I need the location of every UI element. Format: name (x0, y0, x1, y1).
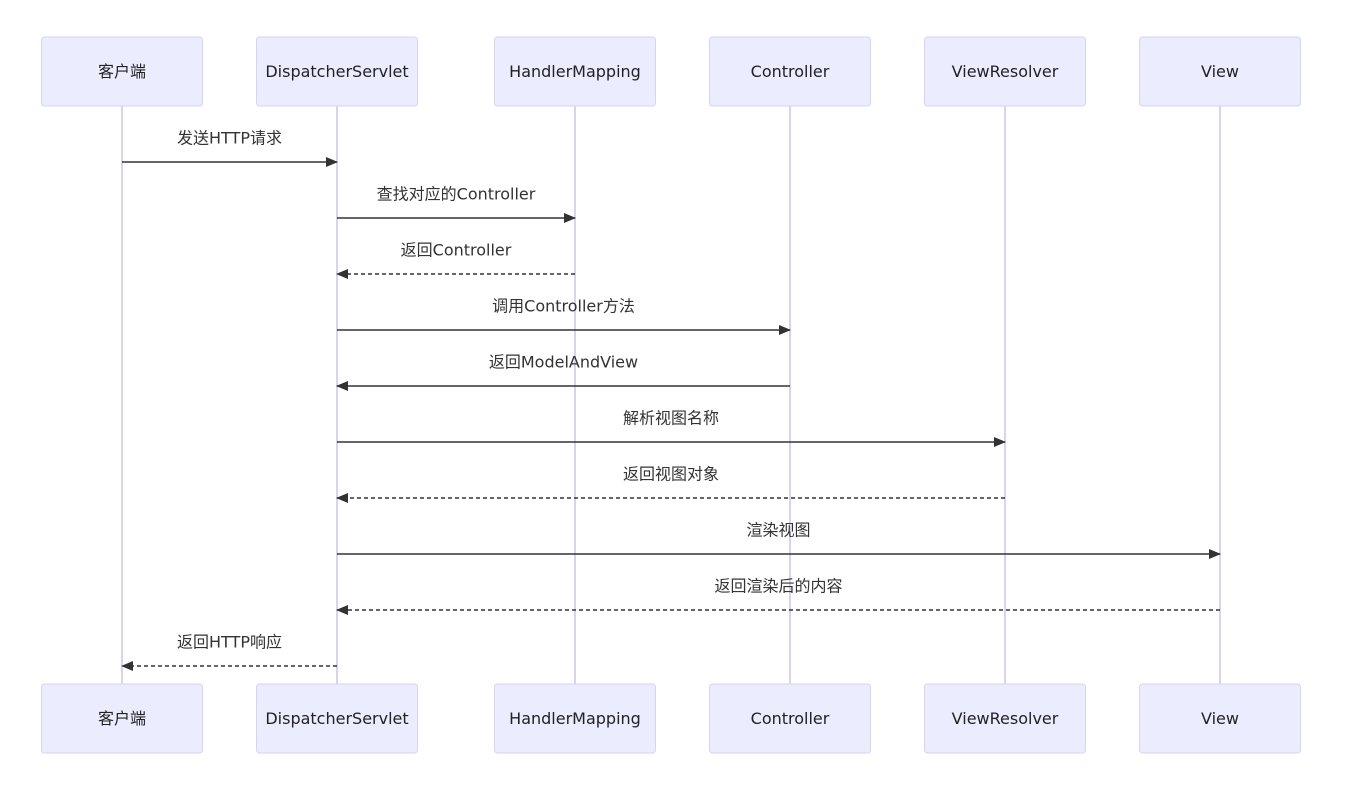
actor-label: Controller (751, 709, 830, 728)
actor-handler-mapping-bottom: HandlerMapping (494, 683, 656, 754)
actor-box (41, 683, 203, 754)
actor-box (41, 36, 203, 107)
message-8: 渲染视图 (337, 521, 1221, 559)
message-9: 返回渲染后的内容 (336, 577, 1220, 615)
actor-dispatcher-bottom: DispatcherServlet (256, 683, 418, 754)
actor-box (924, 683, 1086, 754)
actor-label: HandlerMapping (509, 709, 641, 728)
actor-view-resolver-top: ViewResolver (924, 36, 1086, 107)
actor-box (924, 36, 1086, 107)
actor-label: DispatcherServlet (265, 709, 408, 728)
message-label: 解析视图名称 (623, 409, 719, 428)
message-label: 调用Controller方法 (492, 297, 635, 316)
actor-label: ViewResolver (952, 709, 1059, 728)
message-6: 解析视图名称 (337, 409, 1006, 447)
actor-dispatcher-top: DispatcherServlet (256, 36, 418, 107)
actor-view-resolver-bottom: ViewResolver (924, 683, 1086, 754)
actor-label: 客户端 (98, 709, 146, 728)
actor-label: ViewResolver (952, 62, 1059, 81)
message-label: 返回ModelAndView (489, 353, 638, 372)
message-label: 渲染视图 (746, 521, 810, 540)
message-5: 返回ModelAndView (336, 353, 790, 391)
actor-label: View (1201, 62, 1239, 81)
actor-box (709, 683, 871, 754)
lifelines (121, 106, 1221, 684)
actor-label: HandlerMapping (509, 62, 641, 81)
actor-label: 客户端 (98, 62, 146, 81)
actor-client-top: 客户端 (41, 36, 203, 107)
message-label: 返回渲染后的内容 (714, 577, 842, 596)
actor-box (494, 683, 656, 754)
message-label: 查找对应的Controller (377, 185, 536, 204)
actor-label: View (1201, 709, 1239, 728)
actor-box (1139, 36, 1301, 107)
actor-controller-bottom: Controller (709, 683, 871, 754)
actor-box (1139, 683, 1301, 754)
actors-bottom: 客户端 DispatcherServlet HandlerMapping Contro… (41, 683, 1301, 754)
actor-box (494, 36, 656, 107)
message-3: 返回Controller (336, 241, 575, 279)
message-label: 返回HTTP响应 (177, 633, 282, 652)
message-10: 返回HTTP响应 (121, 633, 337, 671)
actor-controller-top: Controller (709, 36, 871, 107)
actor-box (709, 36, 871, 107)
message-2: 查找对应的Controller (337, 185, 576, 223)
actor-client-bottom: 客户端 (41, 683, 203, 754)
actor-box (256, 683, 418, 754)
actor-label: Controller (751, 62, 830, 81)
actor-handler-mapping-top: HandlerMapping (494, 36, 656, 107)
actor-view-top: View (1139, 36, 1301, 107)
message-4: 调用Controller方法 (337, 297, 791, 335)
actor-label: DispatcherServlet (265, 62, 408, 81)
actor-view-bottom: View (1139, 683, 1301, 754)
message-label: 返回视图对象 (623, 465, 719, 484)
message-label: 返回Controller (401, 241, 512, 260)
message-1: 发送HTTP请求 (122, 129, 338, 167)
actor-box (256, 36, 418, 107)
actors-top: 客户端 DispatcherServlet HandlerMapping Contro… (41, 36, 1301, 107)
message-label: 发送HTTP请求 (177, 129, 282, 148)
message-7: 返回视图对象 (336, 465, 1005, 503)
